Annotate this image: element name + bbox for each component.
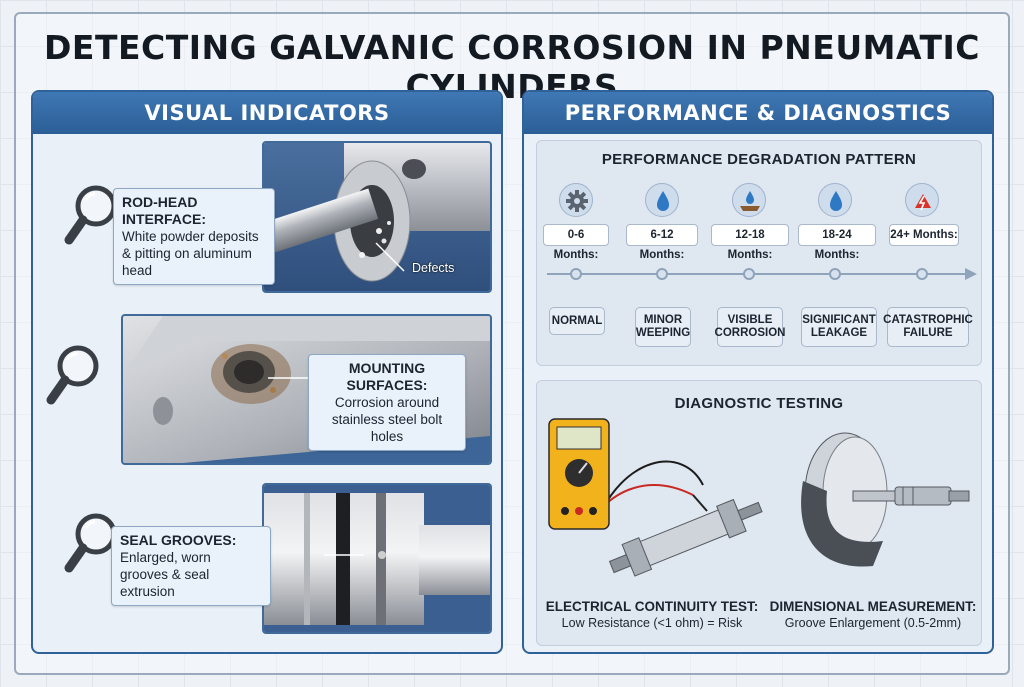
timeline-dot	[829, 268, 841, 280]
continuity-test-text: Low Resistance (<1 ohm) = Risk	[561, 616, 743, 630]
stage-period-label: 24+ Months:	[889, 224, 959, 246]
seal-grooves-title: SEAL GROOVES:	[120, 532, 237, 548]
water-drop-icon	[818, 183, 852, 217]
stage-state-label: NORMAL	[549, 307, 605, 335]
corrosion-icon	[732, 183, 766, 217]
performance-diagnostics-panel: PERFORMANCE & DIAGNOSTICS PERFORMANCE DE…	[522, 90, 994, 654]
timeline-dot	[743, 268, 755, 280]
rod-head-text: White powder deposits & pitting on alumi…	[122, 229, 259, 278]
seal-grooves-callout: SEAL GROOVES: Enlarged, worn grooves & s…	[111, 526, 271, 606]
timeline-dot	[656, 268, 668, 280]
magnifier-icon	[64, 185, 117, 245]
stage-state-label: VISIBLE CORROSION	[715, 307, 785, 347]
failure-icon	[905, 183, 939, 217]
visual-indicators-panel: VISUAL INDICATORS	[31, 90, 503, 654]
timeline-dot	[916, 268, 928, 280]
stage-period-label: 0-6 Months:	[543, 224, 609, 261]
stage-period-label: 18-24 Months:	[798, 224, 876, 261]
magnifier-icon	[46, 345, 99, 405]
continuity-test-caption: ELECTRICAL CONTINUITY TEST: Low Resistan…	[539, 599, 765, 630]
degradation-pattern-title: PERFORMANCE DEGRADATION PATTERN	[601, 151, 917, 168]
dimensional-measurement-title: DIMENSIONAL MEASUREMENT:	[769, 599, 977, 614]
water-drop-icon	[645, 183, 679, 217]
mounting-surfaces-title: MOUNTING SURFACES:	[346, 360, 428, 393]
degradation-pattern-box: PERFORMANCE DEGRADATION PATTERN	[536, 140, 982, 366]
defects-pointer-label: Defects	[412, 261, 455, 275]
rod-head-title: ROD-HEAD INTERFACE:	[122, 194, 206, 227]
timeline-dot	[570, 268, 582, 280]
timeline-arrow	[547, 268, 977, 280]
diagnostic-testing-title: DIAGNOSTIC TESTING	[674, 395, 844, 412]
gear-icon	[559, 183, 593, 217]
rod-head-callout: ROD-HEAD INTERFACE: White powder deposit…	[113, 188, 275, 285]
magnifier-icon	[64, 513, 117, 573]
continuity-test-title: ELECTRICAL CONTINUITY TEST:	[545, 599, 759, 614]
stage-period-label: 6-12 Months:	[626, 224, 698, 261]
micrometer-icon	[801, 432, 970, 567]
stage-state-label: MINOR WEEPING	[635, 307, 691, 347]
mounting-surfaces-text: Corrosion around stainless steel bolt ho…	[331, 395, 443, 444]
stage-period-label: 12-18 Months:	[711, 224, 789, 261]
rod-head-photo: Defects	[262, 141, 492, 293]
stage-state-label: CATASTROPHIC FAILURE	[883, 307, 973, 347]
visual-indicators-header: VISUAL INDICATORS	[33, 92, 501, 134]
multimeter-icon	[548, 418, 763, 577]
diagnostic-testing-box: DIAGNOSTIC TESTING	[536, 380, 982, 646]
seal-groove-photo	[262, 483, 492, 634]
performance-diagnostics-header: PERFORMANCE & DIAGNOSTICS	[524, 92, 992, 134]
seal-grooves-text: Enlarged, worn grooves & seal extrusion	[120, 550, 211, 599]
stage-state-label: SIGNIFICANT LEAKAGE	[801, 307, 877, 347]
mounting-surfaces-callout: MOUNTING SURFACES: Corrosion around stai…	[308, 354, 466, 451]
dimensional-measurement-text: Groove Enlargement (0.5-2mm)	[784, 616, 962, 630]
dimensional-measurement-caption: DIMENSIONAL MEASUREMENT: Groove Enlargem…	[765, 599, 981, 630]
